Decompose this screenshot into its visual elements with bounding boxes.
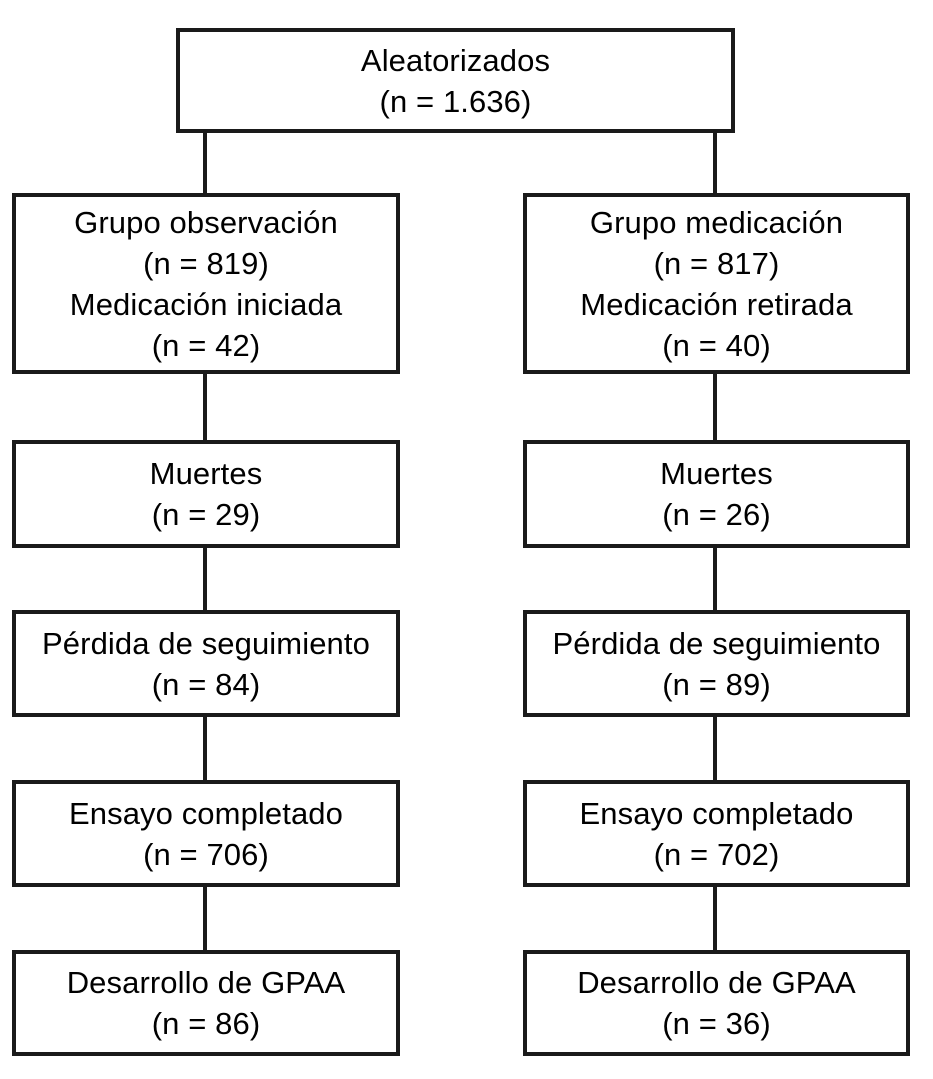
- node-secondary-count: (n = 40): [662, 327, 771, 363]
- connector-left-completado-to-gpaa: [203, 884, 207, 953]
- node-count: (n = 817): [653, 245, 780, 281]
- node-grupo-medicacion: Grupo medicación (n = 817) Medicación re…: [523, 193, 910, 374]
- node-count: (n = 702): [653, 836, 780, 872]
- connector-root-to-medicacion: [713, 130, 717, 196]
- node-count: (n = 89): [662, 666, 771, 702]
- node-label: Aleatorizados: [360, 42, 551, 78]
- node-sublabel: Medicación retirada: [580, 286, 853, 322]
- node-secondary-count: (n = 42): [151, 327, 261, 363]
- node-sublabel: Medicación iniciada: [69, 286, 343, 322]
- connector-left-muertes-to-perdida: [203, 545, 207, 613]
- node-count: (n = 706): [143, 836, 269, 872]
- connector-right-perdida-to-completado: [713, 714, 717, 783]
- node-left-ensayo-completado: Ensayo completado (n = 706): [12, 780, 400, 887]
- node-left-perdida-de-seguimiento: Pérdida de seguimiento (n = 84): [12, 610, 400, 717]
- node-count: (n = 26): [662, 497, 771, 532]
- node-label: Grupo observación: [74, 204, 338, 240]
- node-aleatorizados: Aleatorizados (n = 1.636): [176, 28, 735, 133]
- node-label: Pérdida de seguimiento: [42, 625, 370, 661]
- node-label: Grupo medicación: [589, 204, 844, 240]
- node-label: Pérdida de seguimiento: [552, 625, 881, 661]
- node-label: Muertes: [149, 456, 263, 491]
- node-count: (n = 36): [662, 1006, 771, 1041]
- node-label: Desarrollo de GPAA: [66, 965, 346, 1000]
- connector-right-allocation-to-muertes: [713, 371, 717, 443]
- node-count: (n = 1.636): [379, 83, 532, 119]
- node-label: Muertes: [660, 456, 773, 491]
- connector-right-muertes-to-perdida: [713, 545, 717, 613]
- connector-left-allocation-to-muertes: [203, 371, 207, 443]
- node-count: (n = 84): [151, 666, 261, 702]
- node-left-muertes: Muertes (n = 29): [12, 440, 400, 548]
- node-label: Desarrollo de GPAA: [577, 965, 856, 1000]
- node-right-ensayo-completado: Ensayo completado (n = 702): [523, 780, 910, 887]
- node-right-desarrollo-de-gpaa: Desarrollo de GPAA (n = 36): [523, 950, 910, 1056]
- node-left-desarrollo-de-gpaa: Desarrollo de GPAA (n = 86): [12, 950, 400, 1056]
- node-right-perdida-de-seguimiento: Pérdida de seguimiento (n = 89): [523, 610, 910, 717]
- node-count: (n = 819): [143, 245, 269, 281]
- node-grupo-observacion: Grupo observación (n = 819) Medicación i…: [12, 193, 400, 374]
- node-right-muertes: Muertes (n = 26): [523, 440, 910, 548]
- connector-root-to-observacion: [203, 130, 207, 196]
- node-count: (n = 86): [151, 1006, 261, 1041]
- node-label: Ensayo completado: [69, 795, 343, 831]
- connector-left-perdida-to-completado: [203, 714, 207, 783]
- node-label: Ensayo completado: [579, 795, 854, 831]
- node-count: (n = 29): [151, 497, 261, 532]
- connector-right-completado-to-gpaa: [713, 884, 717, 953]
